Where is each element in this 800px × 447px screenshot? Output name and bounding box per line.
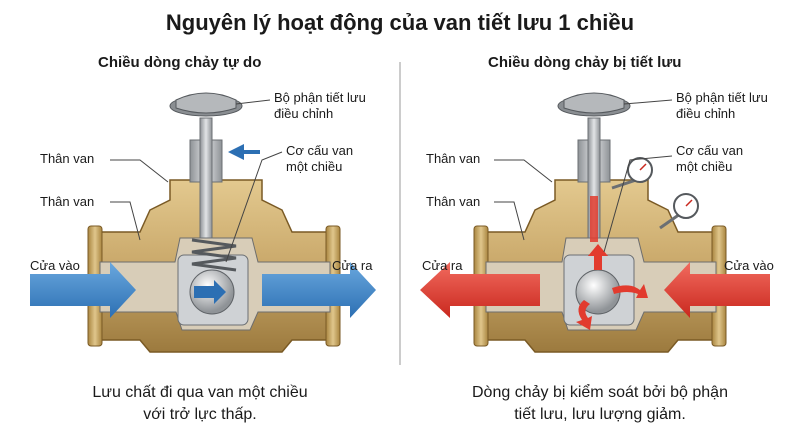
left-panel-heading: Chiều dòng chảy tự do (98, 54, 262, 71)
left-valve (30, 92, 376, 353)
left-caption: Lưu chất đi qua van một chiều với trở lự… (40, 382, 360, 426)
right-label-check-1: Cơ cấu van (676, 143, 744, 158)
left-caption-line-2: với trở lực thấp. (143, 406, 257, 423)
flow-arrow-icon (262, 262, 376, 318)
right-label-left-port: Cửa ra (422, 258, 463, 273)
right-valve (420, 92, 770, 353)
right-label-check-2: một chiều (676, 159, 733, 174)
right-throttle-channel (590, 196, 598, 242)
left-label-check-2: một chiều (286, 159, 343, 174)
left-label-outlet: Cửa ra (332, 258, 373, 273)
left-label-throttle-1: Bộ phận tiết lưu (274, 90, 366, 105)
flow-arrow-icon (30, 262, 136, 318)
right-label-body-lower: Thân van (426, 194, 481, 209)
handwheel-icon (557, 92, 631, 117)
flow-arrow-icon (612, 284, 648, 298)
left-label-body-upper: Thân van (40, 151, 95, 166)
left-label-body-lower: Thân van (40, 194, 95, 209)
right-label-right-port: Cửa vào (724, 258, 774, 273)
right-caption: Dòng chảy bị kiểm soát bởi bộ phận tiết … (420, 382, 780, 426)
pressure-gauge-icon (611, 157, 653, 190)
right-caption-line-1: Dòng chảy bị kiểm soát bởi bộ phận (472, 384, 728, 401)
right-label-throttle-2: điều chỉnh (676, 106, 736, 121)
right-label-throttle-1: Bộ phận tiết lưu (676, 90, 768, 105)
right-panel-heading: Chiều dòng chảy bị tiết lưu (488, 54, 682, 71)
flow-arrow-icon (588, 244, 608, 270)
left-caption-line-1: Lưu chất đi qua van một chiều (92, 384, 308, 401)
left-stem (199, 117, 213, 239)
page-title: Nguyên lý hoạt động của van tiết lưu 1 c… (165, 10, 635, 35)
left-label-throttle-2: điều chỉnh (274, 106, 334, 121)
left-spring (191, 238, 237, 272)
flow-arrow-icon (420, 262, 540, 318)
pressure-gauge-icon (659, 193, 699, 230)
flow-arrow-icon (228, 144, 260, 160)
left-label-check-1: Cơ cấu van (286, 143, 354, 158)
flow-arrow-icon (576, 300, 592, 330)
right-label-body-upper: Thân van (426, 151, 481, 166)
flow-arrow-icon (664, 262, 770, 318)
right-caption-line-2: tiết lưu, lưu lượng giảm. (514, 406, 686, 423)
handwheel-icon (169, 92, 243, 117)
left-label-inlet: Cửa vào (30, 258, 80, 273)
flow-arrow-icon (194, 280, 226, 304)
